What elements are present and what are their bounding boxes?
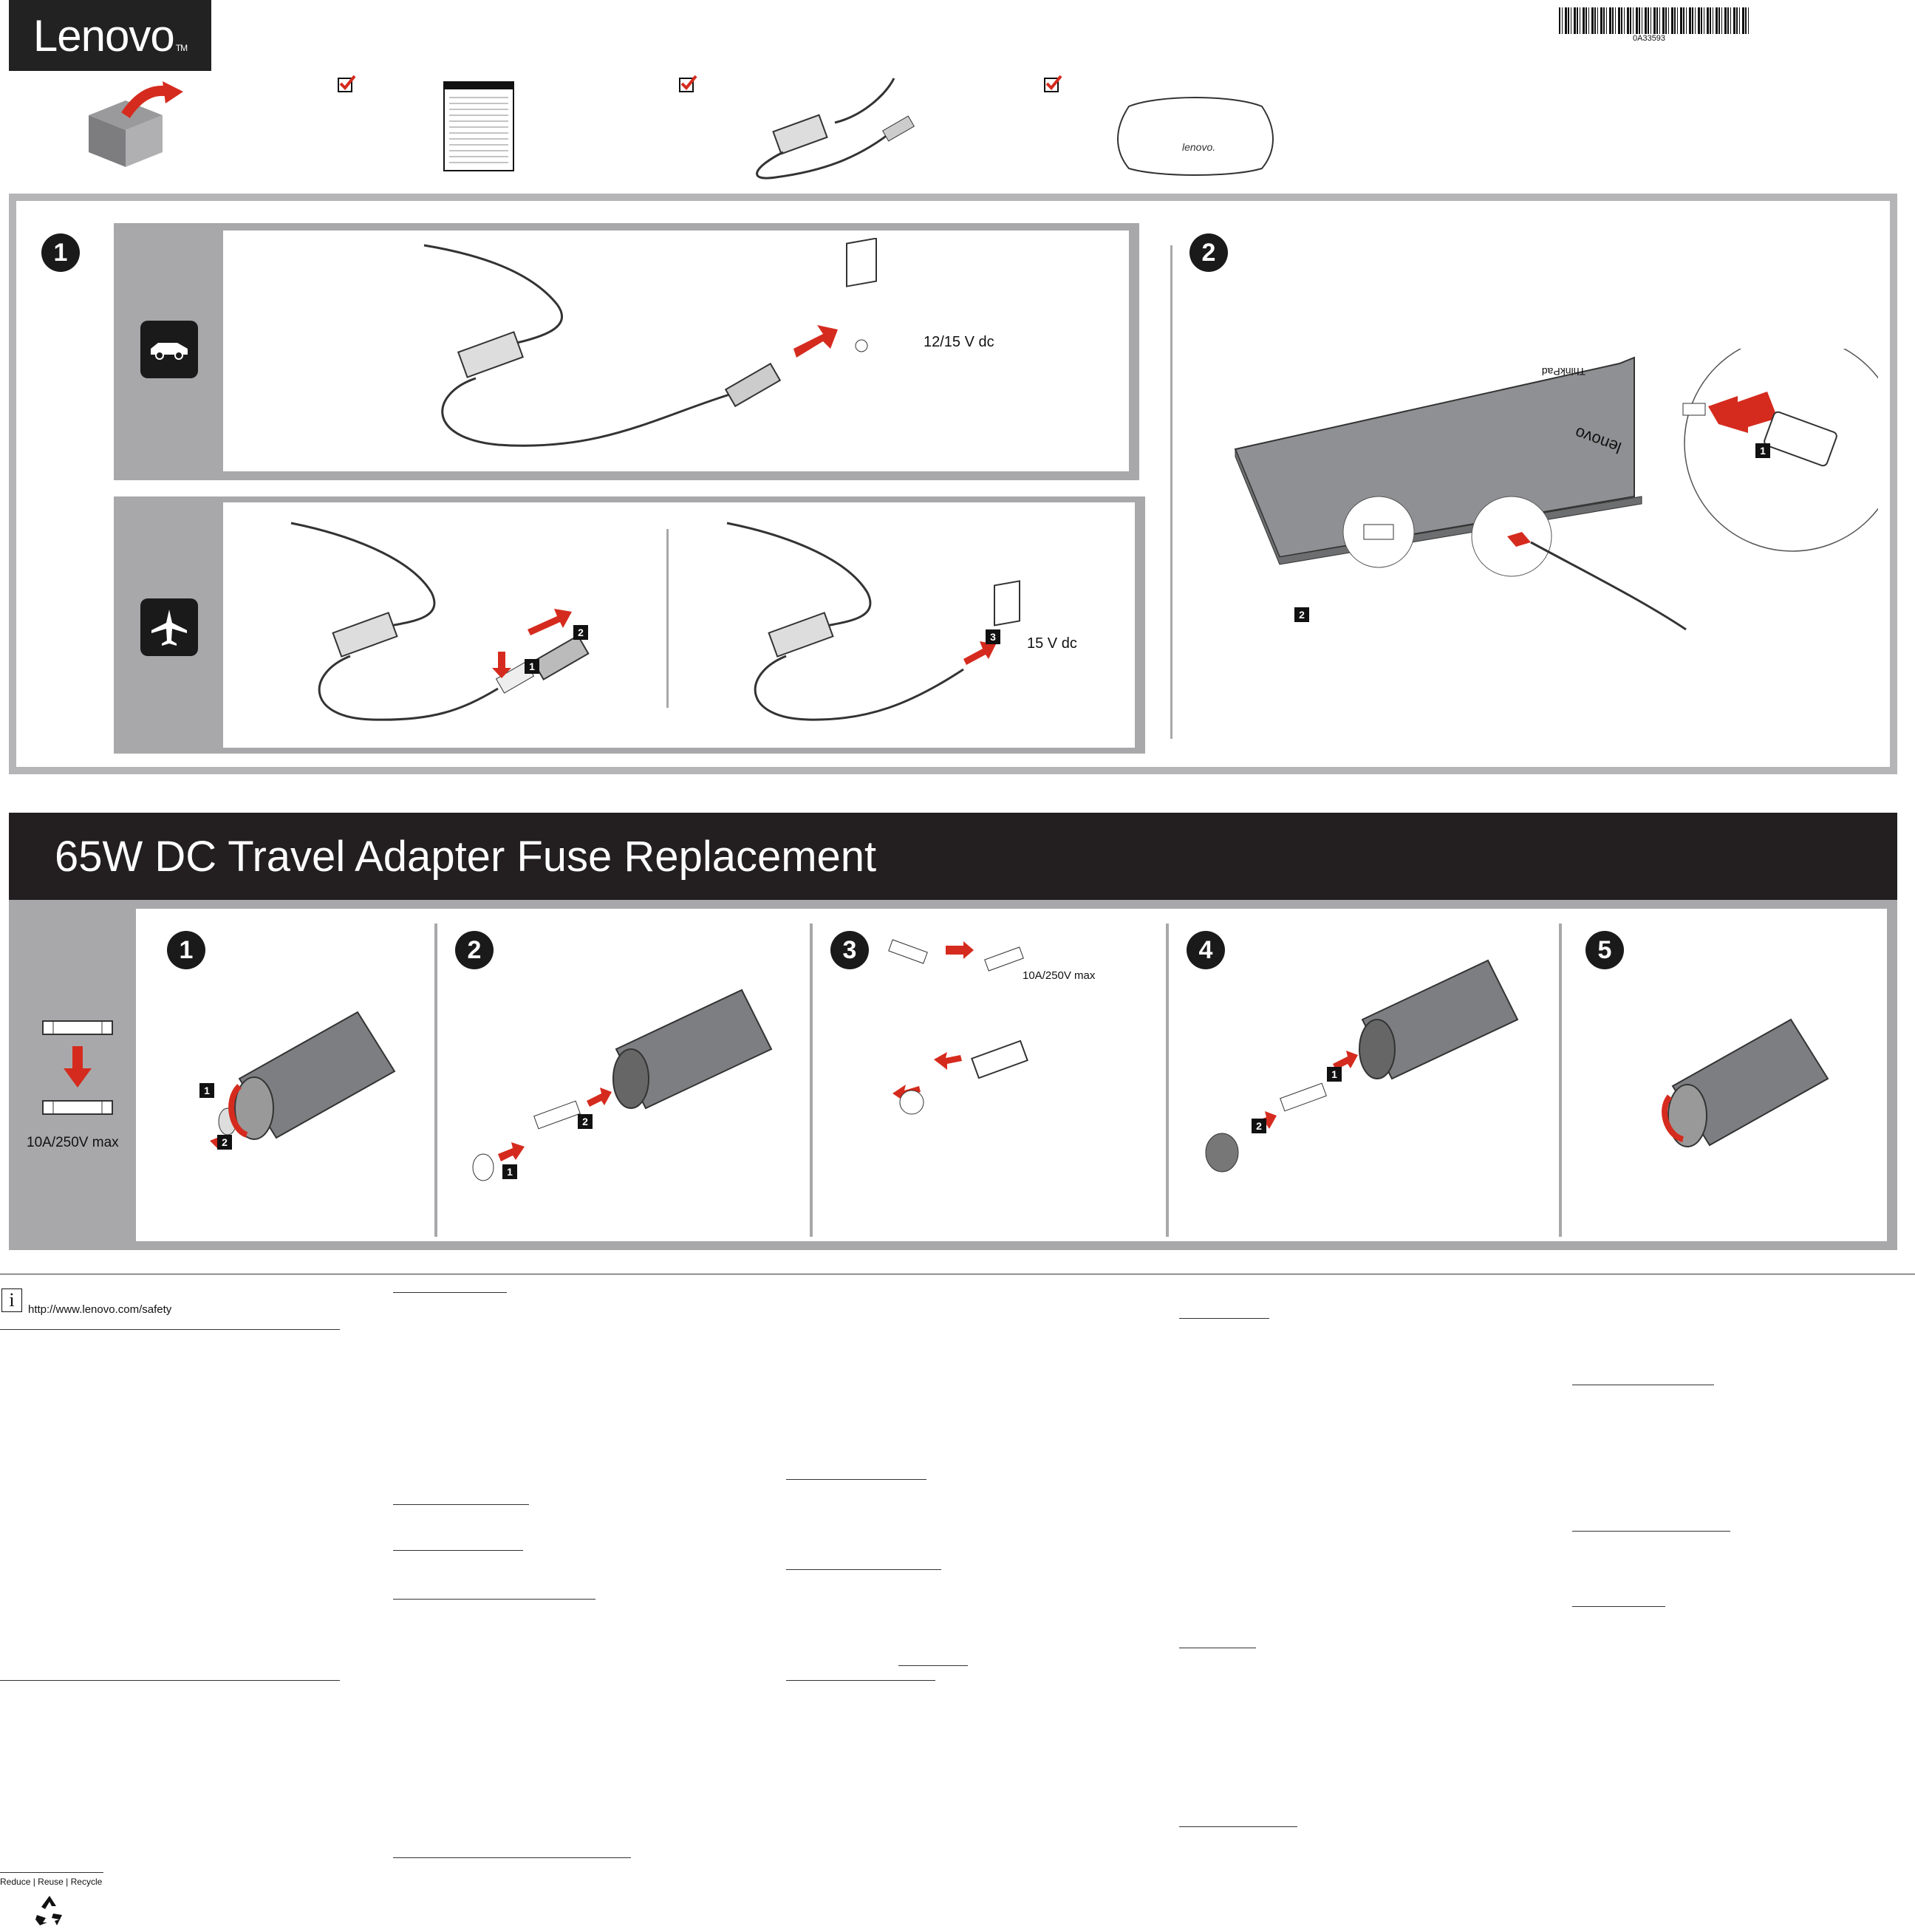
- heading-rule: [1572, 1606, 1665, 1607]
- air-voltage-label: 15 V dc: [1027, 635, 1077, 652]
- divider: [810, 924, 813, 1237]
- step-number: 1: [41, 233, 80, 272]
- step-number: 2: [1189, 233, 1228, 272]
- vertical-divider: [1170, 245, 1172, 739]
- open-box-icon: [89, 81, 183, 167]
- fuse-swap-drawing: [888, 939, 1028, 1115]
- safety-link[interactable]: http://www.lenovo.com/safety: [28, 1303, 172, 1316]
- divider: [666, 529, 669, 708]
- heading-rule: [1179, 1318, 1269, 1319]
- callout-1: 1: [199, 1083, 214, 1098]
- callout-2: 2: [578, 1114, 593, 1129]
- svg-text:ThinkPad: ThinkPad: [1542, 366, 1585, 378]
- heading-rule: [786, 1680, 935, 1681]
- checkbox-checked-icon: [679, 75, 697, 92]
- setup-panel: 1 12/15 V dc: [9, 194, 1897, 774]
- divider: [1166, 924, 1169, 1237]
- car-adapter-drawing: [423, 238, 877, 447]
- car-illustration-area: [223, 231, 1129, 471]
- text-rule: [0, 1329, 340, 1330]
- airplane-section: 1 2 3 15 V dc: [114, 496, 1145, 754]
- fuse-replace-icon: [42, 1020, 113, 1115]
- fuse-panel: 10A/250V max 1 2 3 4 5 1 2 2 1: [9, 900, 1897, 1250]
- fuse-insert-drawing: [1205, 959, 1519, 1172]
- recycle-text: Reduce | Reuse | Recycle: [0, 1877, 103, 1887]
- fuse-holder-closed-drawing: [1662, 1018, 1829, 1147]
- heading-rule: [1572, 1531, 1730, 1532]
- fuse-rating-label: 10A/250V max: [27, 1135, 119, 1150]
- checkbox-checked-icon: [1044, 75, 1062, 92]
- heading-rule: [786, 1569, 941, 1570]
- heading-rule: [1179, 1826, 1297, 1827]
- callout-2: 2: [1252, 1119, 1266, 1133]
- fuse-holder-drawing: [210, 1011, 396, 1148]
- manual-document-icon: [443, 81, 514, 171]
- adapter-icon: [756, 78, 915, 180]
- car-section: 12/15 V dc: [114, 223, 1139, 480]
- air-adapter-removal-drawing: [290, 522, 590, 721]
- recycle-icon: [35, 1896, 62, 1925]
- heading-rule: [393, 1504, 529, 1505]
- fuse-steps-area: 1 2 3 4 5 1 2 2 1: [136, 909, 1887, 1241]
- callout-1: 1: [502, 1164, 517, 1179]
- callout-3: 3: [986, 629, 1000, 644]
- airplane-icon: [140, 598, 198, 656]
- air-adapter-connect-drawing: [726, 522, 1020, 721]
- carry-pouch-icon: lenovo.: [1117, 97, 1274, 176]
- heading-rule: [393, 1599, 595, 1600]
- fuse-step-1: 1: [167, 931, 205, 969]
- fuse-removal-drawing: [472, 989, 773, 1181]
- heading-rule: [393, 1550, 523, 1551]
- heading-rule: [786, 1479, 926, 1480]
- heading-rule: [898, 1665, 968, 1666]
- callout-1: 1: [1327, 1067, 1342, 1082]
- fuse-rating-label: 10A/250V max: [1023, 969, 1096, 982]
- callout-2: 2: [1294, 607, 1309, 622]
- callout-2: 2: [573, 625, 588, 640]
- heading-rule: [393, 1292, 507, 1293]
- recycle-rule: [0, 1872, 103, 1873]
- checkbox-checked-icon: [338, 75, 356, 92]
- car-voltage-label: 12/15 V dc: [924, 334, 994, 350]
- info-icon: i: [1, 1288, 22, 1312]
- fuse-step-5: 5: [1585, 931, 1624, 969]
- fuse-step-3: 3: [830, 931, 869, 969]
- laptop-connection-drawing: ThinkPad lenovo: [1234, 349, 1878, 631]
- divider: [434, 924, 437, 1237]
- fuse-step-4: 4: [1187, 931, 1225, 969]
- car-icon: [140, 321, 198, 378]
- heading-rule: [393, 1857, 631, 1858]
- fuse-title: 65W DC Travel Adapter Fuse Replacement: [55, 832, 877, 881]
- fuse-title-band: 65W DC Travel Adapter Fuse Replacement: [9, 813, 1897, 900]
- callout-1: 1: [1755, 443, 1770, 458]
- callout-1: 1: [525, 659, 539, 674]
- divider: [1559, 924, 1562, 1237]
- callout-2: 2: [217, 1135, 232, 1150]
- barcode-number: 0A33593: [1633, 34, 1666, 43]
- fuse-step-2: 2: [455, 931, 494, 969]
- barcode: [1559, 7, 1751, 34]
- text-rule: [0, 1680, 340, 1681]
- svg-text:lenovo.: lenovo.: [1182, 141, 1215, 153]
